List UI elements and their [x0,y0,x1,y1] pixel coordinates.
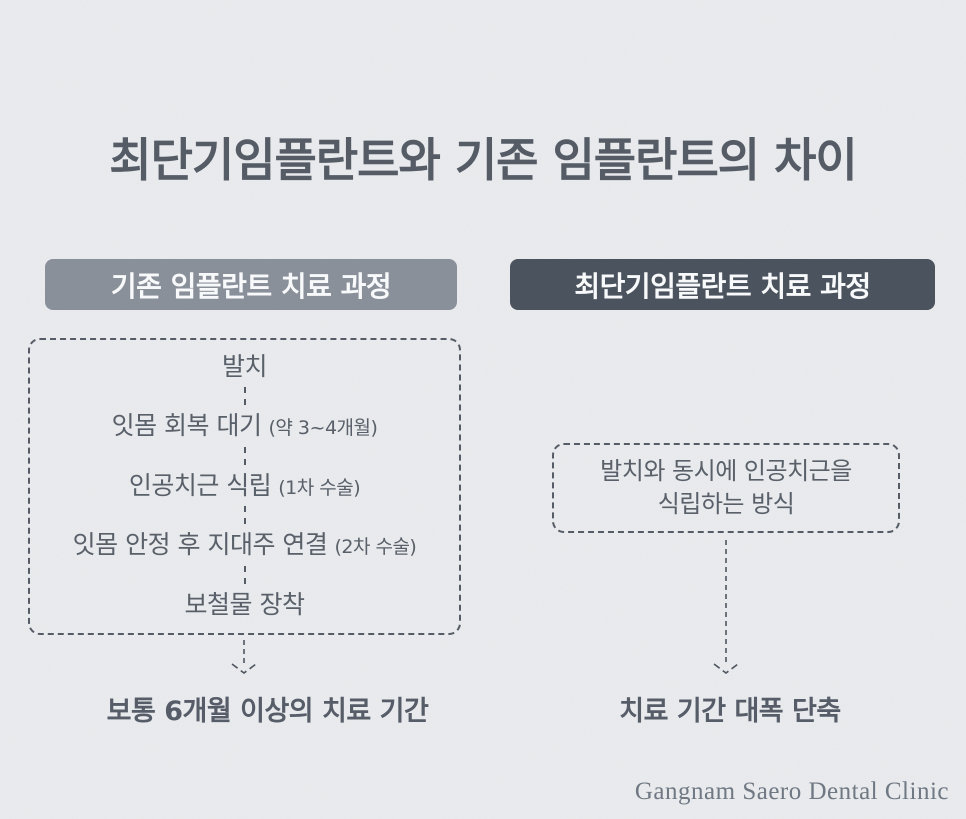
conventional-process-box: 발치 잇몸 회복 대기 (약 3~4개월) 인공치근 식립 (1차 수술) 잇몸… [28,338,461,635]
shortest-result-text: 치료 기간 대폭 단축 [619,696,841,727]
shortest-process-box: 발치와 동시에 인공치근을 식립하는 방식 [552,443,900,533]
shortest-process-line-1: 발치와 동시에 인공치근을 [600,457,852,485]
down-arrow-icon [713,540,739,674]
step-fixture-placement: 인공치근 식립 (1차 수술) [128,470,361,500]
step-note: (1차 수술) [278,476,361,499]
process-steps: 발치 잇몸 회복 대기 (약 3~4개월) 인공치근 식립 (1차 수술) 잇몸… [30,340,459,633]
page-title: 최단기임플란트와 기존 임플란트의 차이 [109,133,857,187]
step-connector-line [243,387,246,406]
step-connector-line [243,565,246,584]
step-label: 보철물 장착 [184,589,305,619]
step-label: 잇몸 회복 대기 [111,411,262,441]
shortest-process-line-2: 식립하는 방식 [657,490,795,518]
badge-shortest-process: 최단기임플란트 치료 과정 [510,259,935,310]
down-arrow-icon [231,640,257,674]
step-note: (약 3~4개월) [268,417,378,440]
step-connector-line [243,446,246,465]
step-label: 잇몸 안정 후 지대주 연결 [72,530,328,560]
conventional-result-text: 보통 6개월 이상의 치료 기간 [106,696,429,727]
step-gum-recovery: 잇몸 회복 대기 (약 3~4개월) [112,412,378,440]
step-label: 발치 [221,352,268,381]
step-note: (2차 수술) [334,536,417,559]
badge-conventional-process: 기존 임플란트 치료 과정 [45,259,457,310]
step-label: 인공치근 식립 [128,470,272,500]
clinic-signature: Gangnam Saero Dental Clinic [634,778,949,805]
step-connector-line [243,506,246,525]
step-prosthesis: 보철물 장착 [184,589,305,619]
step-abutment-connection: 잇몸 안정 후 지대주 연결 (2차 수술) [73,531,417,559]
step-extraction: 발치 [221,352,268,381]
